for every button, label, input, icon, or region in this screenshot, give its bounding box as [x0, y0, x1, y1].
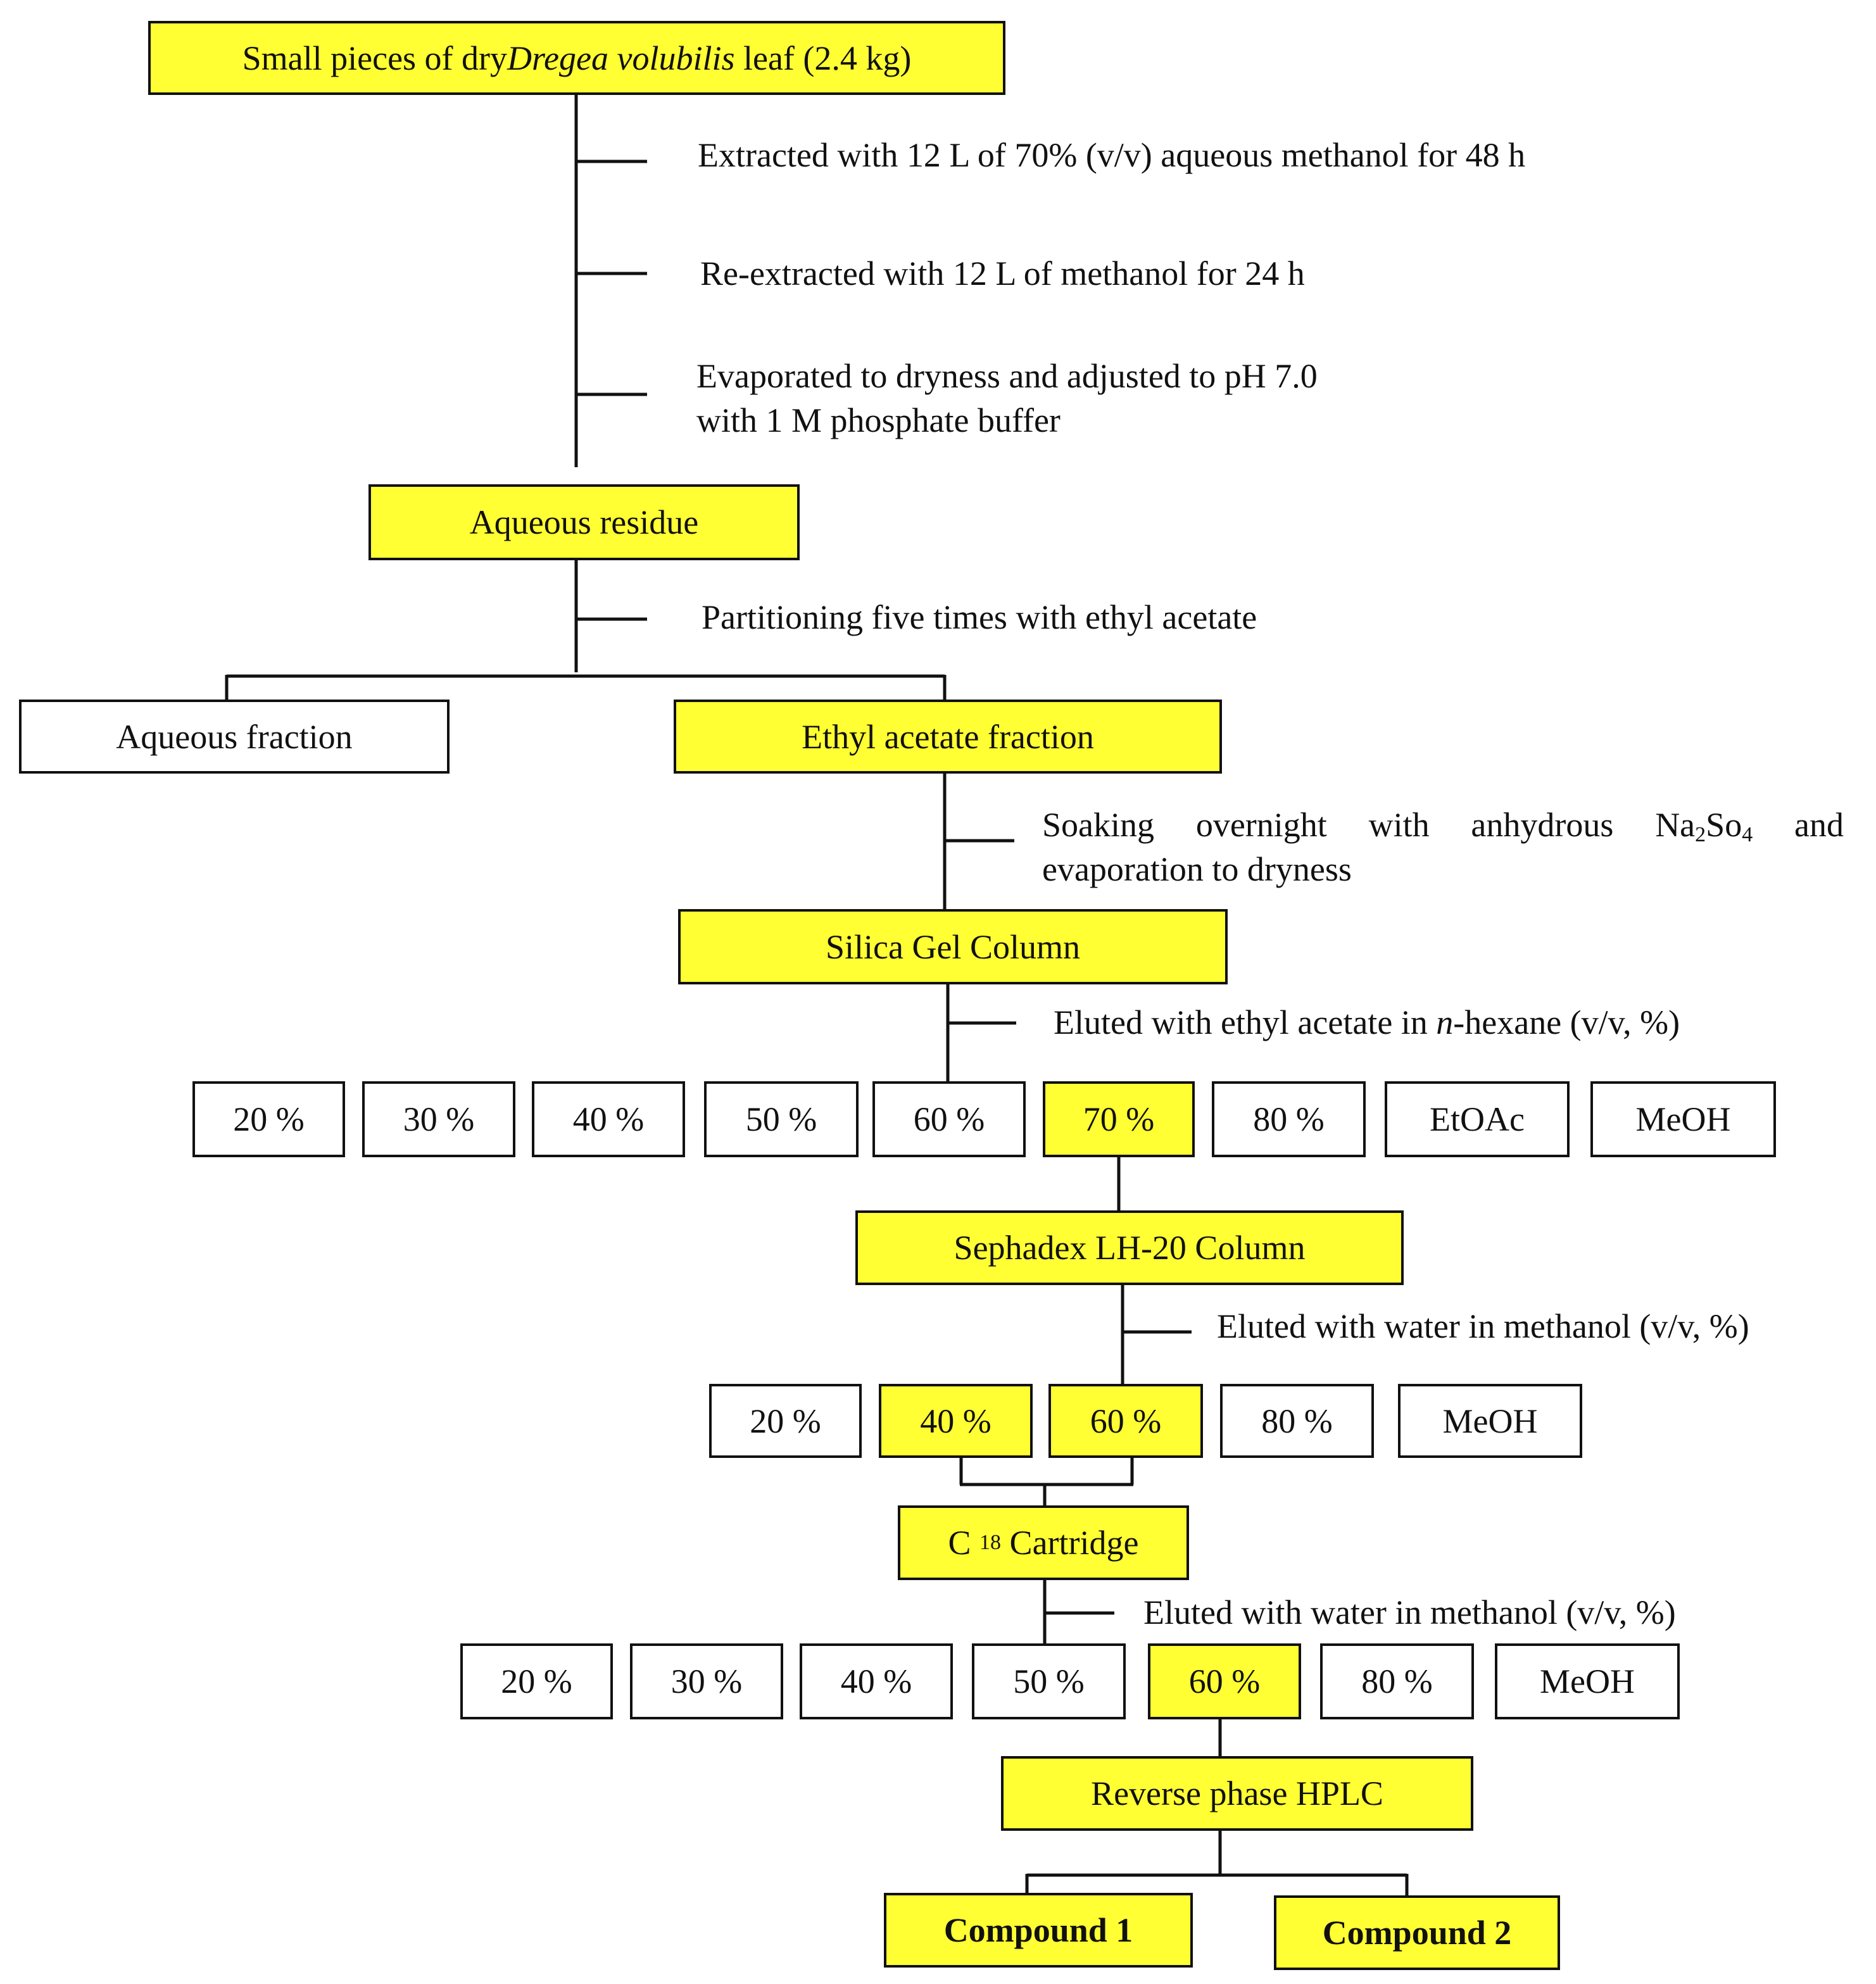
- leaf-text-pre: Small pieces of dry: [242, 39, 508, 77]
- step-extract1: Extracted with 12 L of 70% (v/v) aqueous…: [698, 136, 1526, 174]
- sephadex-fraction-20: 20 %: [709, 1384, 862, 1458]
- c18-cartridge-node: C 18 Cartridge: [898, 1505, 1189, 1580]
- c18-fraction-80: 80 %: [1320, 1643, 1474, 1719]
- c18-fraction-40: 40 %: [800, 1643, 953, 1719]
- silica-fraction-70: 70 %: [1043, 1081, 1195, 1157]
- sephadex-fraction-60: 60 %: [1048, 1384, 1203, 1458]
- hplc-node: Reverse phase HPLC: [1001, 1756, 1473, 1831]
- c18-fraction-30: 30 %: [630, 1643, 783, 1719]
- c18-fraction-meoh: MeOH: [1495, 1643, 1680, 1719]
- step-evaporate-line2: with 1 M phosphate buffer: [696, 401, 1061, 439]
- step-sephadex-elute: Eluted with water in methanol (v/v, %): [1217, 1307, 1749, 1345]
- silica-fraction-meoh: MeOH: [1590, 1081, 1776, 1157]
- step-partition: Partitioning five times with ethyl aceta…: [702, 598, 1257, 636]
- silica-fraction-20: 20 %: [192, 1081, 345, 1157]
- step-soak-post: and evaporation to dryness: [1042, 806, 1844, 888]
- leaf-text-post: leaf (2.4 kg): [734, 39, 912, 77]
- step-evaporate: Evaporated to dryness and adjusted to pH…: [696, 354, 1318, 443]
- step-soak-sub1: 2: [1695, 823, 1706, 846]
- step-soak-mid: So: [1706, 806, 1742, 844]
- step-silica-elute-post: -hexane (v/v, %): [1453, 1003, 1680, 1041]
- silica-fraction-etoac: EtOAc: [1385, 1081, 1570, 1157]
- step-silica-elute-pre: Eluted with ethyl acetate in: [1054, 1003, 1437, 1041]
- aqueous-fraction-node: Aqueous fraction: [19, 700, 450, 774]
- step-soak-sub2: 4: [1742, 823, 1753, 846]
- step-silica-elute: Eluted with ethyl acetate in n-hexane (v…: [1054, 1000, 1680, 1045]
- step-soak: Soaking overnight with anhydrous Na2So4 …: [1042, 803, 1844, 891]
- silica-fraction-30: 30 %: [362, 1081, 515, 1157]
- leaf-node: Small pieces of dry Dregea volubilis lea…: [148, 21, 1005, 95]
- silica-gel-column-node: Silica Gel Column: [678, 909, 1228, 984]
- step-silica-elute-italic: n: [1436, 1003, 1454, 1041]
- step-evaporate-line1: Evaporated to dryness and adjusted to pH…: [696, 357, 1318, 395]
- silica-fraction-50: 50 %: [704, 1081, 859, 1157]
- c18-fraction-20: 20 %: [460, 1643, 613, 1719]
- sephadex-fraction-80: 80 %: [1220, 1384, 1374, 1458]
- sephadex-fraction-40: 40 %: [879, 1384, 1033, 1458]
- compound-1-node: Compound 1: [884, 1893, 1193, 1968]
- c18-pre: C: [948, 1524, 980, 1562]
- ethyl-acetate-fraction-node: Ethyl acetate fraction: [674, 700, 1222, 774]
- step-extract2: Re-extracted with 12 L of methanol for 2…: [700, 254, 1305, 292]
- silica-fraction-40: 40 %: [532, 1081, 685, 1157]
- c18-fraction-60: 60 %: [1148, 1643, 1301, 1719]
- sephadex-column-node: Sephadex LH-20 Column: [855, 1210, 1404, 1285]
- step-c18-elute: Eluted with water in methanol (v/v, %): [1143, 1593, 1676, 1631]
- compound-2-node: Compound 2: [1274, 1895, 1560, 1970]
- c18-fraction-50: 50 %: [972, 1643, 1126, 1719]
- aqueous-residue-node: Aqueous residue: [368, 484, 800, 560]
- c18-post: Cartridge: [1001, 1524, 1139, 1562]
- silica-fraction-80: 80 %: [1212, 1081, 1366, 1157]
- leaf-text-italic: Dregea volubilis: [507, 39, 735, 77]
- step-soak-pre: Soaking overnight with anhydrous Na: [1042, 806, 1696, 844]
- sephadex-fraction-meoh: MeOH: [1398, 1384, 1582, 1458]
- silica-fraction-60: 60 %: [872, 1081, 1026, 1157]
